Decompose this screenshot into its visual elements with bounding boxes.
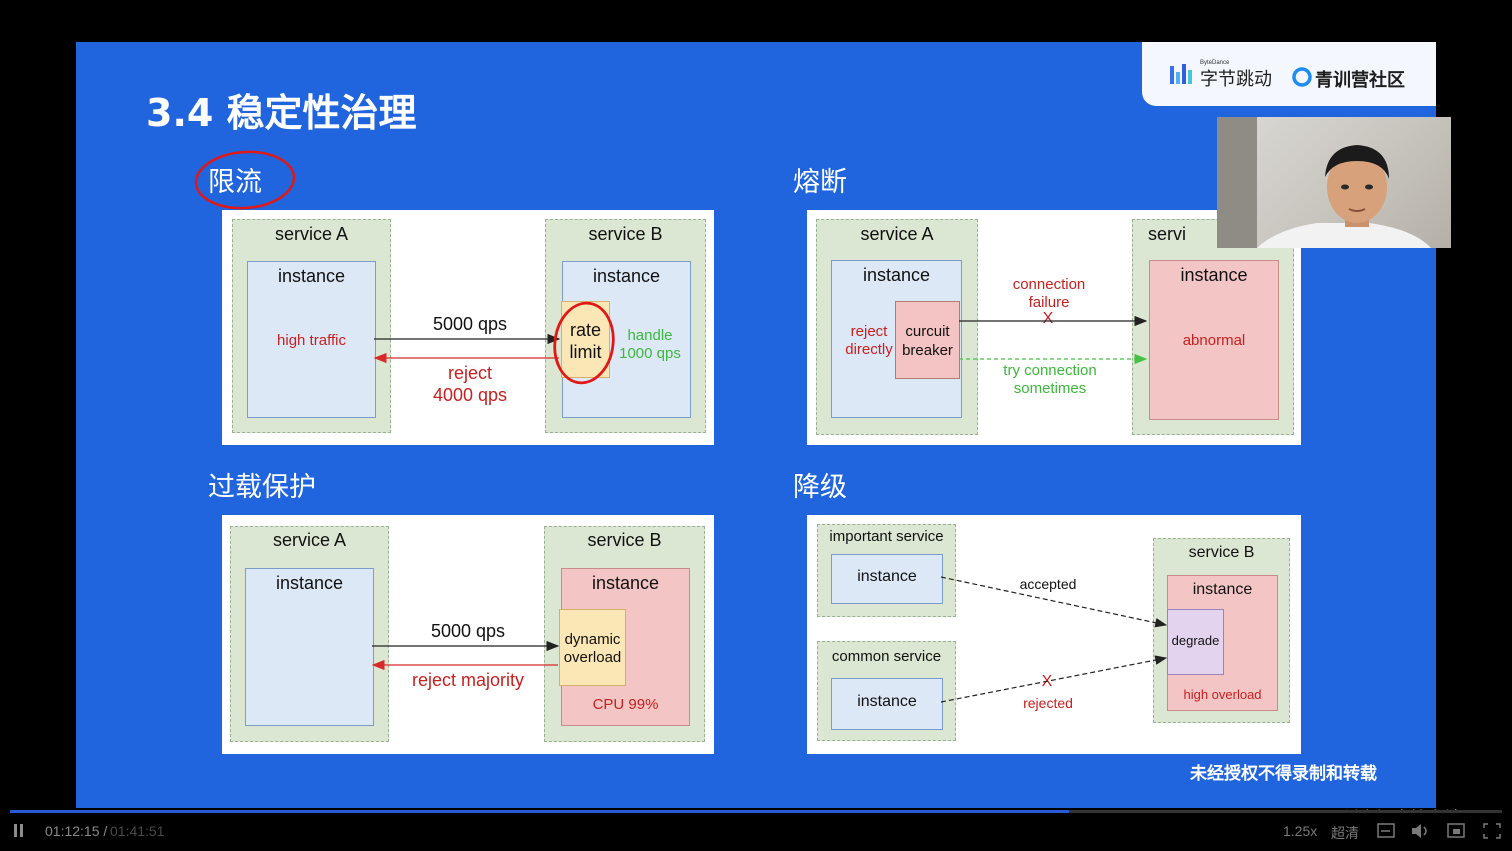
circuit-breaker-panel: service A instance reject directly curcu… [807, 210, 1301, 445]
accepted-label: accepted [1019, 576, 1077, 592]
degrade-label: degrade [1171, 633, 1220, 648]
instance-label: instance [592, 266, 661, 286]
presenter-avatar-icon [1257, 145, 1431, 248]
slide: 3.4 稳定性治理 限流 service A instance high tra… [76, 42, 1436, 808]
speed-button[interactable]: 1.25x [1283, 823, 1318, 839]
community-label: 青训营社区 [1315, 70, 1405, 91]
circuit-breaker-box: curcuit breaker [895, 301, 960, 379]
slide-title: 3.4 稳定性治理 [146, 91, 417, 135]
bytedance-logo-icon [1170, 64, 1192, 84]
qps-label: 5000 qps [430, 621, 506, 641]
breaker-line1: curcuit [905, 323, 950, 340]
service-b-label: service B [1188, 544, 1255, 561]
volume-icon[interactable] [1412, 824, 1427, 838]
reject-label: reject [447, 363, 492, 383]
service-a-label: service A [860, 224, 934, 244]
instance-label: instance [857, 568, 917, 585]
pause-icon[interactable] [14, 824, 26, 838]
try-connection-label-2: sometimes [1013, 380, 1087, 397]
important-service-label: important service [829, 528, 944, 545]
degrade-panel: important service instance common servic… [807, 515, 1301, 754]
common-service-box: common service instance [817, 641, 956, 741]
degrade-arrows [940, 576, 1168, 703]
player-icons [1377, 823, 1501, 839]
progress-bar[interactable] [10, 810, 1502, 813]
high-traffic-label: high traffic [277, 332, 346, 349]
degrade-title: 降级 [793, 472, 847, 503]
presenter-webcam [1217, 117, 1451, 248]
instance-label: instance [857, 693, 917, 710]
handle-label: handle [627, 327, 673, 344]
rate-limit-line1: rate [569, 320, 602, 340]
reject-qps-label: 4000 qps [432, 385, 508, 405]
connection-failure-label-2: failure [1028, 294, 1070, 311]
cpu-label: CPU 99% [592, 696, 659, 713]
instance-box: instance abnormal [1149, 260, 1279, 420]
service-b-label: service B [588, 224, 663, 244]
reject-label: reject [850, 323, 888, 340]
instance-label: instance [275, 573, 344, 593]
dynamic-line2: overload [563, 649, 622, 666]
degrade-box: degrade [1167, 609, 1224, 675]
rate-limit-title-circle [194, 150, 296, 210]
instance-label: instance [277, 266, 346, 286]
progress-bar-fill [10, 810, 1069, 813]
abnormal-label: abnormal [1182, 332, 1246, 349]
bytedance-small-label: ByteDance [1200, 60, 1230, 66]
rate-limit-line2: limit [569, 342, 602, 362]
circuit-breaker-arrows [959, 315, 1148, 365]
high-overload-label: high overload [1183, 687, 1262, 702]
rejected-label: rejected [1023, 695, 1073, 711]
rate-limit-panel: service A instance high traffic service … [222, 210, 714, 445]
instance-label: instance [862, 265, 931, 285]
failure-x-mark: X [1042, 310, 1054, 327]
pip-icon[interactable] [1447, 823, 1465, 838]
handle-qps-label: 1000 qps [619, 345, 681, 362]
try-connection-label: try connection [1003, 362, 1097, 379]
common-service-label: common service [831, 648, 942, 665]
brand-banner: ByteDance 字节跳动 青训营社区 [1142, 42, 1436, 106]
instance-label: instance [1192, 581, 1253, 598]
community-logo-icon [1292, 67, 1312, 87]
instance-label: instance [1180, 265, 1248, 285]
service-b-label: servi [1148, 224, 1187, 244]
instance-label: instance [591, 573, 660, 593]
rate-limit-title: 限流 [208, 167, 262, 198]
instance-box: instance [245, 568, 374, 726]
service-a-box: service A instance [230, 526, 389, 742]
total-time: 01:41:51 [110, 823, 165, 839]
instance-box: instance [831, 678, 943, 730]
fullscreen-icon[interactable] [1483, 823, 1501, 839]
service-a-label: service A [272, 530, 347, 550]
qps-label: 5000 qps [432, 314, 508, 334]
overload-arrows [371, 640, 560, 671]
overload-panel: service A instance service B instance CP… [222, 515, 714, 754]
service-b-box: servi instance abnormal [1132, 219, 1294, 435]
quality-button[interactable]: 超清 [1331, 826, 1359, 842]
video-controls: 01:12:15 / 01:41:51 1.25x 超清 [0, 810, 1512, 851]
reject-majority-label: reject majority [411, 670, 525, 690]
connection-failure-label: connection [1012, 276, 1086, 293]
subtitle-icon[interactable] [1377, 823, 1395, 838]
reject-directly-label: directly [845, 341, 893, 358]
overload-title: 过载保护 [208, 472, 316, 503]
service-a-box: service A instance reject directly [816, 219, 978, 435]
service-b-label: service B [587, 530, 662, 550]
important-service-box: important service instance [817, 524, 956, 617]
service-a-label: service A [274, 224, 349, 244]
breaker-line2: breaker [902, 342, 953, 359]
circuit-breaker-title: 熔断 [793, 167, 847, 198]
current-time: 01:12:15 / [45, 823, 108, 839]
bytedance-label: 字节跳动 [1200, 69, 1272, 90]
dynamic-line1: dynamic [564, 631, 621, 648]
instance-box: instance [831, 554, 943, 604]
dynamic-overload-box: dynamic overload [559, 609, 626, 686]
slide-watermark: 未经授权不得录制和转载 [1190, 764, 1377, 784]
rate-limit-box: rate limit [561, 301, 610, 378]
rate-limit-arrows [373, 301, 615, 385]
